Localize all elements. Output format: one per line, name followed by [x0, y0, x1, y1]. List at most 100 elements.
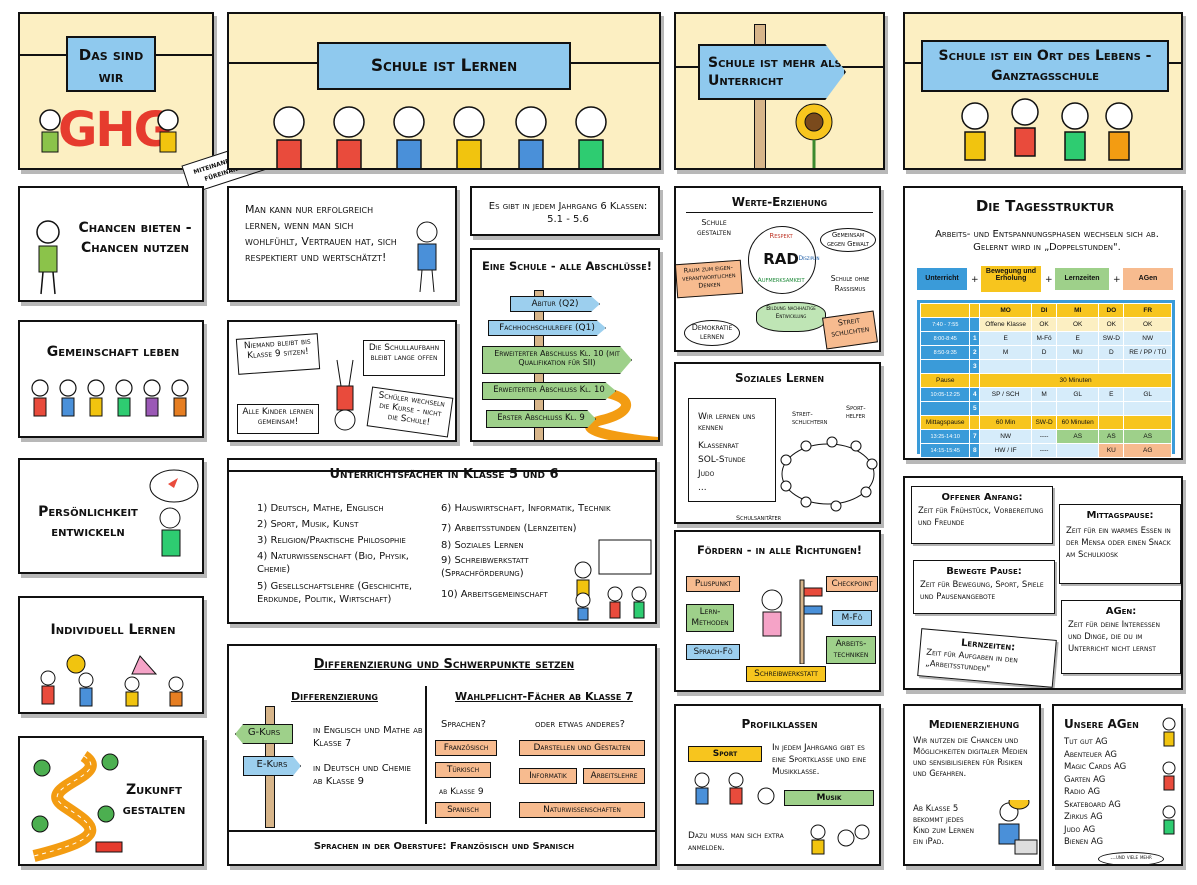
- card-tagesstruktur: Die Tagesstruktur Arbeits- und Entspannu…: [903, 186, 1183, 460]
- timetable-cell: [919, 359, 971, 374]
- timetable-cell: [919, 457, 971, 458]
- werte-item: Schule gestalten: [696, 218, 731, 237]
- profil-note: Dazu muss man sich extra anmelden.: [688, 831, 784, 853]
- abschluss-sign: Erweiterter Abschluss Kl. 10: [482, 382, 616, 400]
- rad-label: RAD: [763, 250, 799, 268]
- faecher-item: 2) Sport, Musik, Kunst: [257, 519, 359, 530]
- learning-children-icon: [40, 654, 184, 707]
- timetable-cell: OK: [1056, 317, 1100, 332]
- tag-arbeitslehre: Arbeitslehre: [583, 768, 645, 784]
- legend-agen: AGen: [1123, 268, 1173, 290]
- faecher-item: 7) Arbeitsstunden (Lernzeiten): [441, 523, 577, 534]
- timetable-cell: [1030, 359, 1058, 374]
- header-title: Schule ist mehr als Unterricht: [698, 44, 846, 100]
- sport-tag: Sport: [688, 746, 762, 762]
- note-offen: Offener Anfang: Zeit für Frühstück, Vorb…: [911, 486, 1053, 544]
- timetable-cell: 60 Minuten: [1056, 415, 1100, 430]
- werte-item: Demokratie lernen: [684, 320, 740, 346]
- faecher-item: 1) Deutsch, Mathe, Englisch: [257, 503, 384, 514]
- child-icon: [416, 221, 438, 293]
- timetable-cell: [979, 457, 1032, 458]
- abschluss-sign: Fachhochschulreife (Q1): [488, 320, 606, 336]
- werte-item: Schule ohne Rassismus: [830, 274, 870, 293]
- timetable-cell: OK: [1123, 317, 1172, 332]
- timetable-cell: [969, 373, 981, 388]
- g-kurs-text: in Englisch und Mathe ab Klasse 7: [313, 725, 423, 749]
- timetable-cell: D: [1098, 345, 1125, 360]
- wellbeing-text: Man kann nur erfolgreich lernen, wenn ma…: [245, 203, 397, 264]
- card-pausen: Offener Anfang: Zeit für Frühstück, Vorb…: [903, 476, 1183, 690]
- timetable-cell: [1123, 401, 1172, 416]
- timetable-cell: M: [1030, 387, 1058, 402]
- timetable-cell: [1098, 457, 1125, 458]
- werte-title: Werte-Erziehung: [731, 195, 828, 209]
- faecher-item: 10) Arbeitsgemeinschaft: [441, 589, 548, 600]
- faecher-item: 9) Schreibwerkstatt (Sprachförderung): [441, 555, 529, 579]
- timetable-cell: SP / SCH: [979, 387, 1032, 402]
- timetable-header: [969, 303, 981, 318]
- header-title: Schule ist Lernen: [317, 42, 571, 90]
- ags-more: ...und viele mehr: [1098, 852, 1164, 864]
- faecher-item: 8) Soziales Lernen: [441, 540, 524, 551]
- card-foerdern: Fördern - in alle Richtungen! Pluspunkt …: [674, 530, 881, 692]
- faecher-item: 3) Religion/Praktische Philosophie: [257, 535, 406, 546]
- sozial-item: Klassenrat: [698, 441, 739, 451]
- header-title: Das sind wir: [66, 36, 156, 92]
- card-title: Gemeinschaft leben: [46, 344, 180, 360]
- legend-lernzeiten: Lernzeiten: [1055, 268, 1109, 290]
- girl-icon: [36, 220, 60, 295]
- card-klassen: Es gibt in jedem Jahrgang 6 Klassen: 5.1…: [470, 186, 660, 236]
- timetable-cell: OK: [1098, 317, 1125, 332]
- note-mittag: Mittagspause: Zeit für ein warmes Essen …: [1059, 504, 1181, 584]
- header-mehr-als-unterricht: Schule ist mehr als Unterricht: [674, 12, 885, 170]
- medien-text2: Ab Klasse 5 bekommt jedes Kind zum Lerne…: [913, 804, 974, 847]
- timetable-cell: 8: [969, 443, 981, 458]
- faecher-item: 6) Hauswirtschaft, Informatik, Technik: [441, 503, 611, 514]
- classes-text: Es gibt in jedem Jahrgang 6 Klassen: 5.1…: [488, 201, 648, 225]
- timetable-cell: ----: [1030, 443, 1058, 458]
- e-kurs-text: in Deutsch und Chemie ab Klasse 9: [313, 763, 411, 787]
- sports-children-icon: [694, 772, 870, 855]
- timetable-cell: AS: [1123, 429, 1172, 444]
- header-schule-ist-lernen: Schule ist Lernen: [227, 12, 661, 170]
- timetable-cell: SW-D: [1098, 331, 1125, 346]
- people-icon: [31, 379, 189, 417]
- timetable-cell: RE / PP / TÜ: [1123, 345, 1172, 360]
- timetable-header: FR: [1123, 303, 1172, 318]
- timetable-cell: [969, 317, 981, 332]
- timetable-cell: [1030, 457, 1058, 458]
- timetable-cell: 30 Minuten: [979, 373, 1172, 388]
- foerder-tag: Sprach-Fö: [686, 644, 740, 660]
- faecher-item: 4) Naturwissenschaft (Bio, Physik, Chemi…: [257, 551, 409, 575]
- timetable-cell: [1123, 415, 1172, 430]
- sozial-label: Sport-helfer: [846, 404, 866, 420]
- card-persoenlichkeit: Persönlichkeit entwickeln: [18, 458, 204, 574]
- timetable-header: DI: [1030, 303, 1058, 318]
- tages-text: Arbeits- und Entspannungsphasen wechseln…: [935, 229, 1159, 253]
- timetable-header: MO: [979, 303, 1032, 318]
- sozial-title: Soziales Lernen: [734, 371, 825, 385]
- timetable-cell: [1056, 443, 1100, 458]
- abschluss-sign: Erweiterter Abschluss Kl. 10 (mit Qualif…: [482, 346, 632, 374]
- timetable-cell: E: [1056, 331, 1100, 346]
- foerdern-title: Fördern - in alle Richtungen!: [696, 543, 863, 557]
- header-ort-des-lebens: Schule ist ein Ort des Lebens - Ganztags…: [903, 12, 1183, 170]
- timetable-cell: [1098, 359, 1125, 374]
- rad-disziplin: Disziplin: [798, 255, 820, 262]
- tag-informatik: Informatik: [519, 768, 577, 784]
- sign-gemeinsam: Alle Kinder lernen gemeinsam!: [237, 404, 319, 434]
- timetable-cell: SW-D: [1030, 415, 1058, 430]
- timetable-cell: [1123, 457, 1172, 458]
- sozial-label: Streit-schlichtern: [792, 410, 828, 426]
- road-icon: [573, 385, 658, 440]
- e-kurs-sign: E-Kurs: [243, 756, 301, 776]
- timetable-cell: AS: [1098, 429, 1125, 444]
- card-title: Chancen bieten - Chancen nutzen: [78, 220, 192, 256]
- sozial-label: Schulsanitäter: [736, 514, 782, 522]
- faecher-item: 5) Gesellschaftslehre (Geschichte, Erdku…: [257, 581, 413, 605]
- sign-sitzen: Niemand bleibt bis Klasse 9 sitzen!: [235, 333, 321, 375]
- foerder-tag: Lern-Methoden: [686, 604, 734, 632]
- timetable-cell: M: [979, 345, 1032, 360]
- rad-aufmerksamkeit: Aufmerksamkeit: [757, 276, 805, 284]
